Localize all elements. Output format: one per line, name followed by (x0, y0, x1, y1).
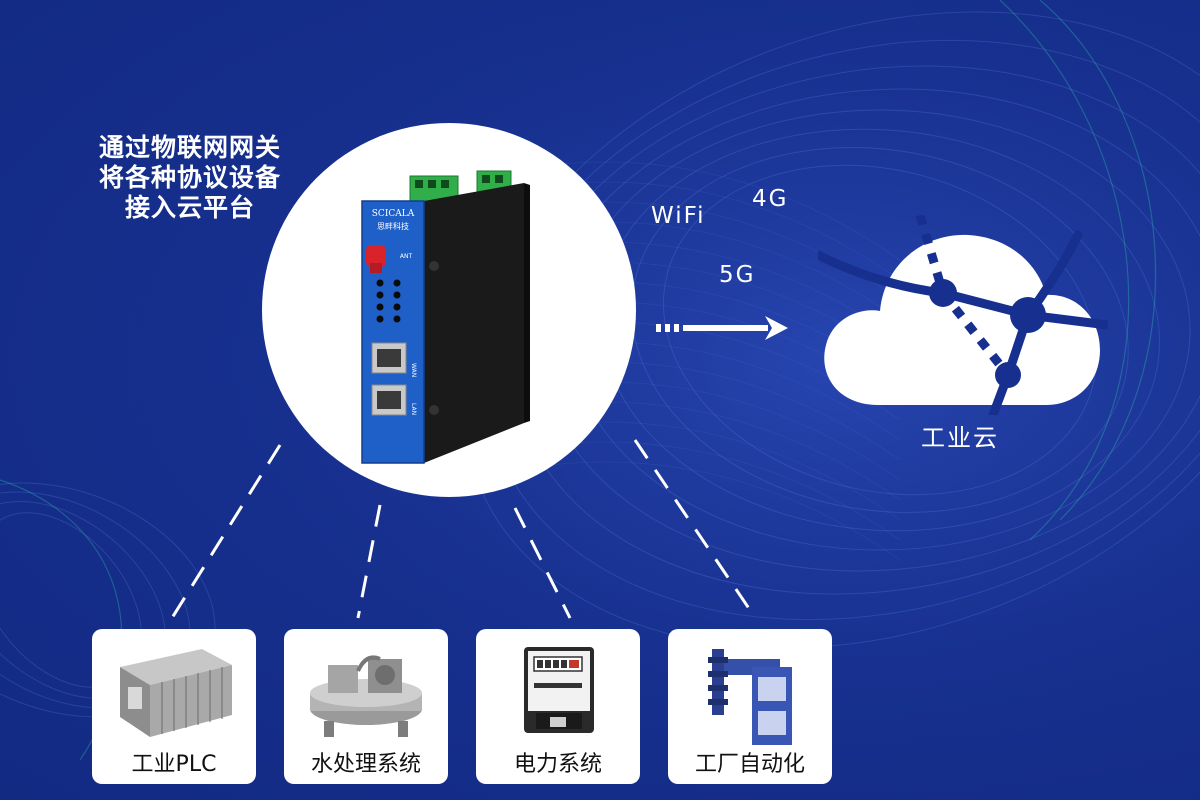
uplink-arrow-icon (656, 316, 788, 340)
device-wan-label: WAN (410, 363, 417, 377)
water-treatment-icon (310, 655, 422, 737)
factory-automation-icon (708, 649, 792, 745)
card-label-plc: 工业PLC (131, 752, 217, 777)
card-power-system[interactable]: 电力系统 (476, 629, 640, 784)
device-antenna-label: ANT (400, 253, 413, 260)
card-label-water: 水处理系统 (310, 752, 421, 777)
industrial-cloud-icon (818, 215, 1108, 415)
5g-label: 5G (719, 262, 756, 288)
headline-line-2: 将各种协议设备 (98, 163, 281, 192)
device-brand-cn: 思畔科技 (377, 221, 409, 231)
cloud-label: 工业云 (921, 424, 999, 452)
power-meter-icon (524, 647, 594, 733)
card-label-power: 电力系统 (513, 752, 602, 777)
device-lan-label: LAN (410, 403, 417, 415)
4g-label: 4G (752, 186, 789, 212)
headline-line-1: 通过物联网网关 (98, 133, 281, 162)
headline: 通过物联网网关 将各种协议设备 接入云平台 (60, 133, 320, 223)
wifi-label: WiFi (651, 203, 706, 229)
card-label-factory: 工厂自动化 (694, 752, 805, 777)
card-industrial-plc[interactable]: 工业PLC (92, 629, 256, 784)
plc-cabinet-icon (120, 649, 232, 737)
headline-line-3: 接入云平台 (124, 193, 255, 222)
card-water-treatment[interactable]: 水处理系统 (284, 629, 448, 784)
device-brand: SCICALA (372, 209, 415, 219)
iot-gateway-device-icon: SCICALA 思畔科技 ANT WAN LAN (361, 170, 530, 464)
gateway-device-circle: SCICALA 思畔科技 ANT WAN LAN (262, 123, 636, 497)
card-factory-automation[interactable]: 工厂自动化 (668, 629, 832, 784)
